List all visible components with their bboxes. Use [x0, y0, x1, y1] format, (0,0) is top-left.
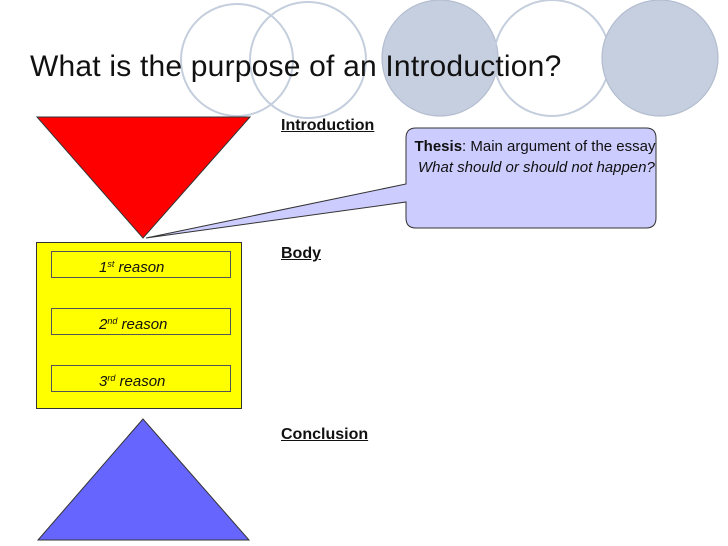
reason-box-1: 1st reason	[51, 251, 231, 278]
thesis-label: Thesis	[414, 138, 463, 155]
reason-3-number: 3	[99, 373, 108, 390]
reason-1-number: 1	[99, 259, 108, 276]
reason-box-3: 3rd reason	[51, 365, 231, 392]
thesis-line: Thesis: Main argument of the essay	[408, 137, 656, 156]
reason-1-suffix: st	[107, 259, 115, 269]
reason-3-text: reason	[119, 373, 166, 390]
conclusion-label: Conclusion	[281, 426, 369, 443]
reason-2-number: 2	[99, 316, 108, 333]
conclusion-triangle	[36, 418, 251, 541]
reason-2-suffix: nd	[107, 316, 118, 326]
circle-filled-2	[601, 0, 719, 117]
thesis-question: What should or should not happen?	[418, 159, 655, 176]
reason-box-2: 2nd reason	[51, 308, 231, 335]
slide-title: What is the purpose of an Introduction?	[30, 50, 562, 83]
reason-2-text: reason	[121, 316, 168, 333]
body-label: Body	[281, 245, 321, 262]
thesis-callout-text: Thesis: Main argument of the essay What …	[408, 137, 656, 178]
thesis-callout-bubble	[145, 127, 657, 239]
introduction-label: Introduction	[281, 117, 375, 134]
thesis-description: : Main argument of the essay	[462, 138, 656, 155]
body-box: 1st reason 2nd reason 3rd reason	[36, 242, 242, 409]
circle-filled-1	[381, 0, 499, 117]
introduction-triangle	[35, 116, 252, 239]
reason-1-text: reason	[118, 259, 165, 276]
circle-outline-1	[180, 3, 294, 117]
circle-outline-2	[249, 1, 367, 119]
reason-3-suffix: rd	[107, 373, 116, 383]
